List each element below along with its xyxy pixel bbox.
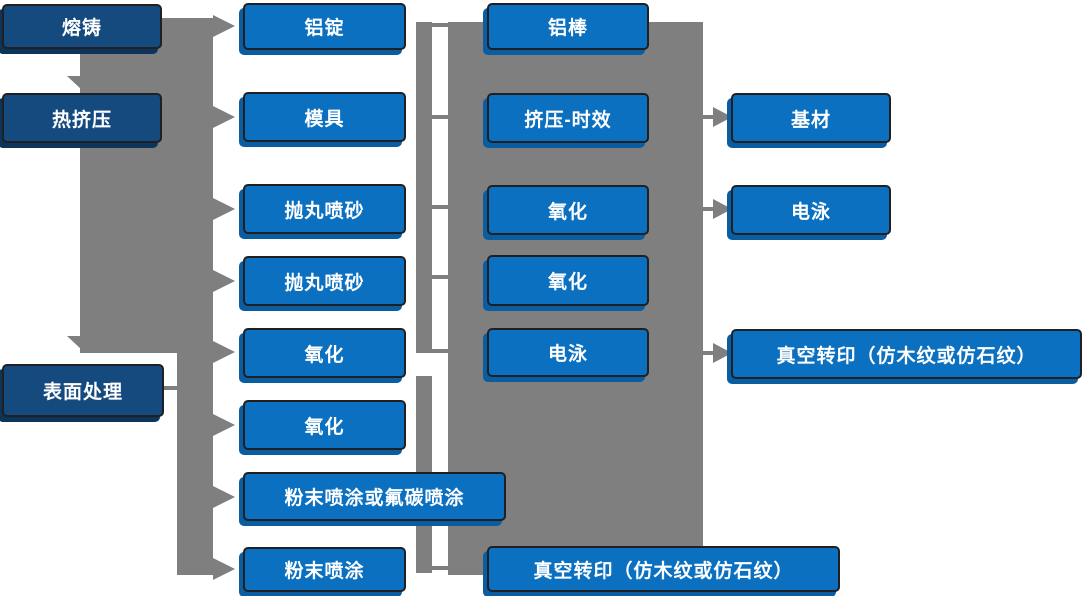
arrow-to-powder-fluorocarbon-icon	[213, 486, 235, 508]
mid-bus-upper-bar	[416, 22, 432, 353]
node-vacuum-transfer-print-c4: 真空转印（仿木纹或仿石纹）	[731, 329, 1082, 379]
node-aluminum-rod: 铝棒	[487, 3, 649, 50]
arrow-to-shot-blasting-2-icon	[213, 270, 235, 292]
node-oxidation-c3-1: 氧化	[487, 185, 649, 235]
left-bus-lower-bar	[177, 353, 213, 575]
link-row-vacuum-transfer	[432, 566, 448, 570]
link-row-aluminum-rod	[432, 23, 448, 27]
arrow-to-shot-blasting-1-icon	[213, 198, 235, 220]
link-row-extrusion-aging	[432, 115, 448, 119]
arrow-tail-to-vacuum-transfer	[701, 351, 715, 355]
node-extrusion-aging: 挤压-时效	[487, 93, 649, 143]
arrow-tail-to-base-material	[701, 115, 715, 119]
node-electrophoresis-c3: 电泳	[487, 328, 649, 377]
arrow-to-aluminum-ingot-icon	[213, 15, 235, 37]
left-bus-band	[80, 18, 213, 353]
node-electrophoresis-c4: 电泳	[731, 185, 891, 235]
node-oxidation-c2-1: 氧化	[243, 328, 406, 378]
node-surface-treatment: 表面处理	[2, 364, 164, 417]
node-oxidation-c2-2: 氧化	[243, 400, 406, 450]
node-hot-extrusion: 热挤压	[2, 93, 162, 143]
arrow-down-to-hot-extrusion-icon	[67, 76, 97, 90]
link-row-oxidation-2	[432, 275, 448, 279]
link-row-oxidation-1	[432, 205, 448, 209]
arrow-tail-to-electrophoresis	[701, 207, 715, 211]
node-smelting-casting: 熔铸	[2, 4, 162, 49]
node-shot-blasting-2: 抛丸喷砂	[243, 256, 406, 306]
arrow-to-electrophoresis-icon	[713, 199, 732, 219]
node-oxidation-c3-2: 氧化	[487, 255, 649, 306]
node-mold: 模具	[243, 92, 406, 142]
arrow-to-mold-icon	[213, 106, 235, 128]
node-shot-blasting-1: 抛丸喷砂	[243, 184, 406, 234]
node-vacuum-transfer-print-c3: 真空转印（仿木纹或仿石纹）	[487, 546, 840, 592]
node-powder-or-fluorocarbon-coating: 粉末喷涂或氟碳喷涂	[243, 472, 506, 521]
node-base-material: 基材	[731, 93, 891, 143]
node-powder-coating: 粉末喷涂	[243, 547, 406, 592]
arrow-to-vacuum-transfer-icon	[713, 343, 732, 363]
arrow-to-base-material-icon	[713, 107, 732, 127]
link-row-electrophoresis	[432, 349, 448, 353]
arrow-to-oxidation-2-icon	[213, 414, 235, 436]
arrow-to-oxidation-1-icon	[213, 341, 235, 363]
node-aluminum-ingot: 铝锭	[243, 3, 406, 50]
arrow-down-to-surface-treatment-icon	[67, 336, 97, 350]
arrow-to-powder-coating-icon	[213, 558, 235, 580]
link-surface-treatment-to-bus	[163, 386, 179, 390]
